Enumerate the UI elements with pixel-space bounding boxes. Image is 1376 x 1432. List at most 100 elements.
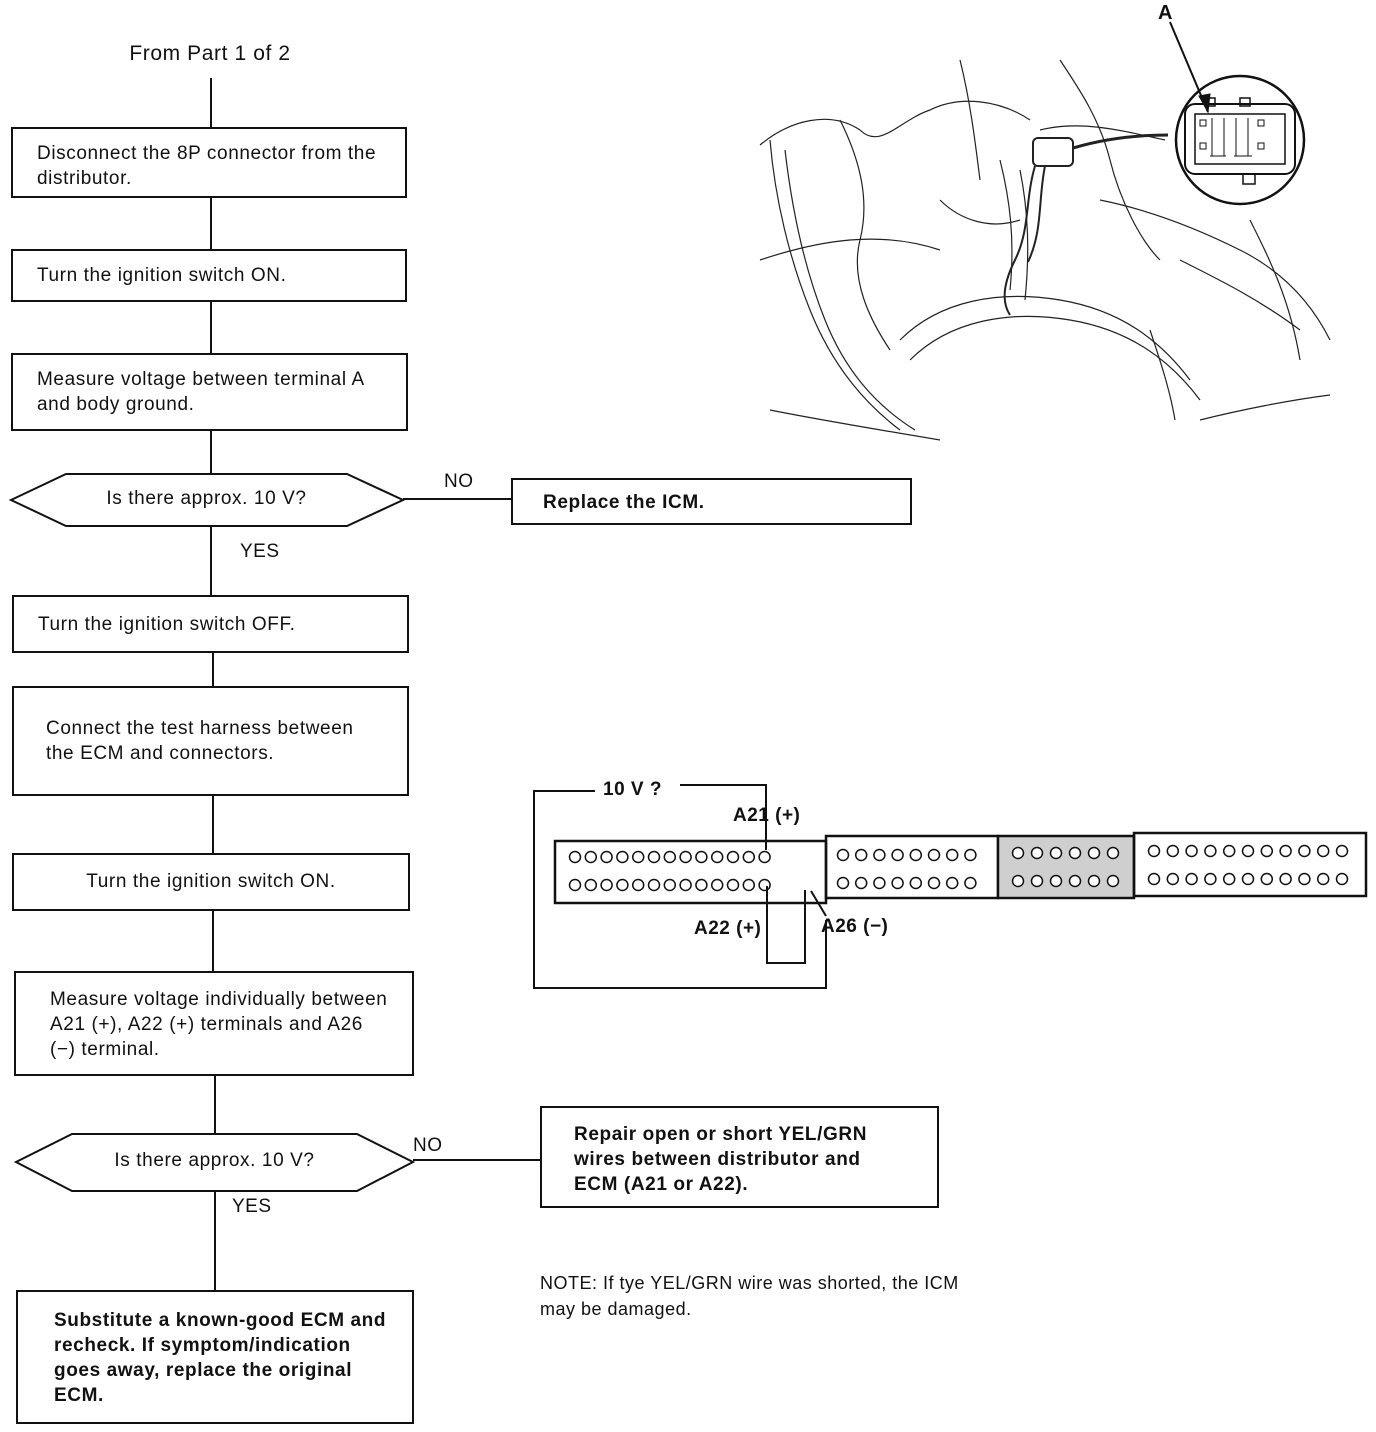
lead-a21 bbox=[680, 784, 767, 850]
connector-pin bbox=[1087, 874, 1101, 888]
ecm-connector bbox=[533, 784, 1368, 989]
connector-pin bbox=[742, 878, 756, 892]
connector-pin bbox=[568, 850, 582, 864]
decision-1-no-label: NO bbox=[444, 471, 474, 492]
action-replace-icm: Replace the ICM. bbox=[511, 478, 912, 525]
connector-pin bbox=[873, 848, 886, 862]
connector-pin bbox=[616, 850, 629, 864]
connector-pin bbox=[927, 848, 941, 862]
connector-pin bbox=[616, 878, 629, 892]
connector-pin bbox=[1106, 874, 1120, 888]
step-ignition-on-2: Turn the ignition switch ON. bbox=[12, 853, 410, 911]
connector-pin bbox=[1068, 874, 1082, 888]
step-ignition-on: Turn the ignition switch ON. bbox=[11, 249, 407, 302]
connector-pin bbox=[927, 876, 941, 890]
step-connect-test-harness: Connect the test harness between the ECM… bbox=[12, 686, 409, 796]
connector-pin bbox=[568, 878, 582, 892]
connector-pin bbox=[679, 850, 692, 864]
connector-block-c bbox=[996, 834, 1136, 900]
meter-label: 10 V ? bbox=[603, 779, 662, 800]
connector-pin bbox=[758, 850, 771, 864]
engine-illustration bbox=[759, 59, 1331, 441]
connector-pin bbox=[1204, 844, 1217, 858]
connector-pin bbox=[1316, 844, 1330, 858]
connector-pin bbox=[679, 878, 692, 892]
connector-pin bbox=[1011, 874, 1025, 888]
connector-pin bbox=[1087, 846, 1101, 860]
connector-pin bbox=[873, 876, 886, 890]
decision-diamond-1 bbox=[8, 473, 406, 527]
connector-pin bbox=[1030, 874, 1044, 888]
connector-pin bbox=[695, 878, 708, 892]
connector-pin bbox=[854, 876, 868, 890]
connector-pin bbox=[631, 850, 645, 864]
connector-pin bbox=[710, 878, 724, 892]
connector-pin bbox=[647, 850, 661, 864]
decision-1-text: Is there approx. 10 V? bbox=[106, 488, 307, 509]
start-label: From Part 1 of 2 bbox=[129, 42, 291, 65]
step-measure-terminal-a: Measure voltage between terminal A and b… bbox=[11, 353, 408, 431]
connector-pin bbox=[710, 850, 724, 864]
step-ignition-off: Turn the ignition switch OFF. bbox=[12, 595, 409, 653]
connector-pin bbox=[1298, 844, 1311, 858]
connector-pin bbox=[945, 848, 959, 862]
step-substitute-ecm: Substitute a known-good ECM and recheck.… bbox=[16, 1290, 414, 1424]
decision-2-yes-label: YES bbox=[232, 1196, 272, 1217]
connector-pin bbox=[663, 850, 677, 864]
connector-pin bbox=[836, 876, 850, 890]
note-text: NOTE: If tye YEL/GRN wire was shorted, t… bbox=[540, 1273, 959, 1319]
connector-pin bbox=[1260, 844, 1274, 858]
terminal-a22-label: A22 (+) bbox=[694, 918, 762, 939]
connector-pin bbox=[1241, 844, 1255, 858]
connector-pin bbox=[964, 848, 977, 862]
connector-pin bbox=[647, 878, 661, 892]
step-disconnect-connector: Disconnect the 8P connector from the dis… bbox=[11, 127, 407, 198]
lead-meter-loop bbox=[533, 790, 827, 989]
connector-pin bbox=[891, 848, 904, 862]
connector-pin bbox=[909, 848, 923, 862]
connector-pin bbox=[631, 878, 645, 892]
terminal-a21-label: A21 (+) bbox=[733, 805, 801, 826]
connector-pin bbox=[836, 848, 850, 862]
connector-pin bbox=[1185, 844, 1198, 858]
connector-pin bbox=[1279, 844, 1292, 858]
connector-pin bbox=[1335, 844, 1349, 858]
connector-pin bbox=[600, 850, 613, 864]
connector-pin bbox=[1166, 872, 1180, 886]
connector-pin bbox=[1049, 846, 1063, 860]
decision-2-no-label: NO bbox=[413, 1135, 443, 1156]
connector-pin bbox=[663, 878, 677, 892]
decision-diamond-2 bbox=[13, 1133, 416, 1192]
connector-pin bbox=[964, 876, 977, 890]
lead-a22 bbox=[766, 886, 806, 964]
connector-block-d bbox=[1132, 831, 1368, 898]
connector-pin bbox=[1068, 846, 1082, 860]
connector-pin bbox=[695, 850, 708, 864]
connector-pin bbox=[1030, 846, 1044, 860]
connector-pin bbox=[726, 878, 740, 892]
connector-pin bbox=[1166, 844, 1180, 858]
connector-pin bbox=[1011, 846, 1025, 860]
decision-2-text: Is there approx. 10 V? bbox=[114, 1150, 315, 1171]
connector-pin bbox=[909, 876, 923, 890]
connector-pin bbox=[584, 850, 598, 864]
connector-pin bbox=[1335, 872, 1349, 886]
connector-pin bbox=[1204, 872, 1217, 886]
terminal-a26-label: A26 (−) bbox=[821, 916, 889, 937]
action-repair-wires: Repair open or short YEL/GRN wires betwe… bbox=[540, 1106, 939, 1208]
connector-pin bbox=[1298, 872, 1311, 886]
connector-pin bbox=[1049, 874, 1063, 888]
callout-circle bbox=[1169, 21, 1306, 206]
connector-pin bbox=[600, 878, 613, 892]
connector-block-a bbox=[553, 839, 828, 905]
connector-pin bbox=[891, 876, 904, 890]
connector-pin bbox=[1241, 872, 1255, 886]
connector-pin bbox=[945, 876, 959, 890]
step-measure-a21-a22: Measure voltage individually between A21… bbox=[14, 971, 414, 1076]
connector-pin bbox=[1106, 846, 1120, 860]
connector-pin bbox=[726, 850, 740, 864]
pointer-a26 bbox=[810, 890, 827, 917]
connector-pin bbox=[1260, 872, 1274, 886]
connector-pin bbox=[742, 850, 756, 864]
